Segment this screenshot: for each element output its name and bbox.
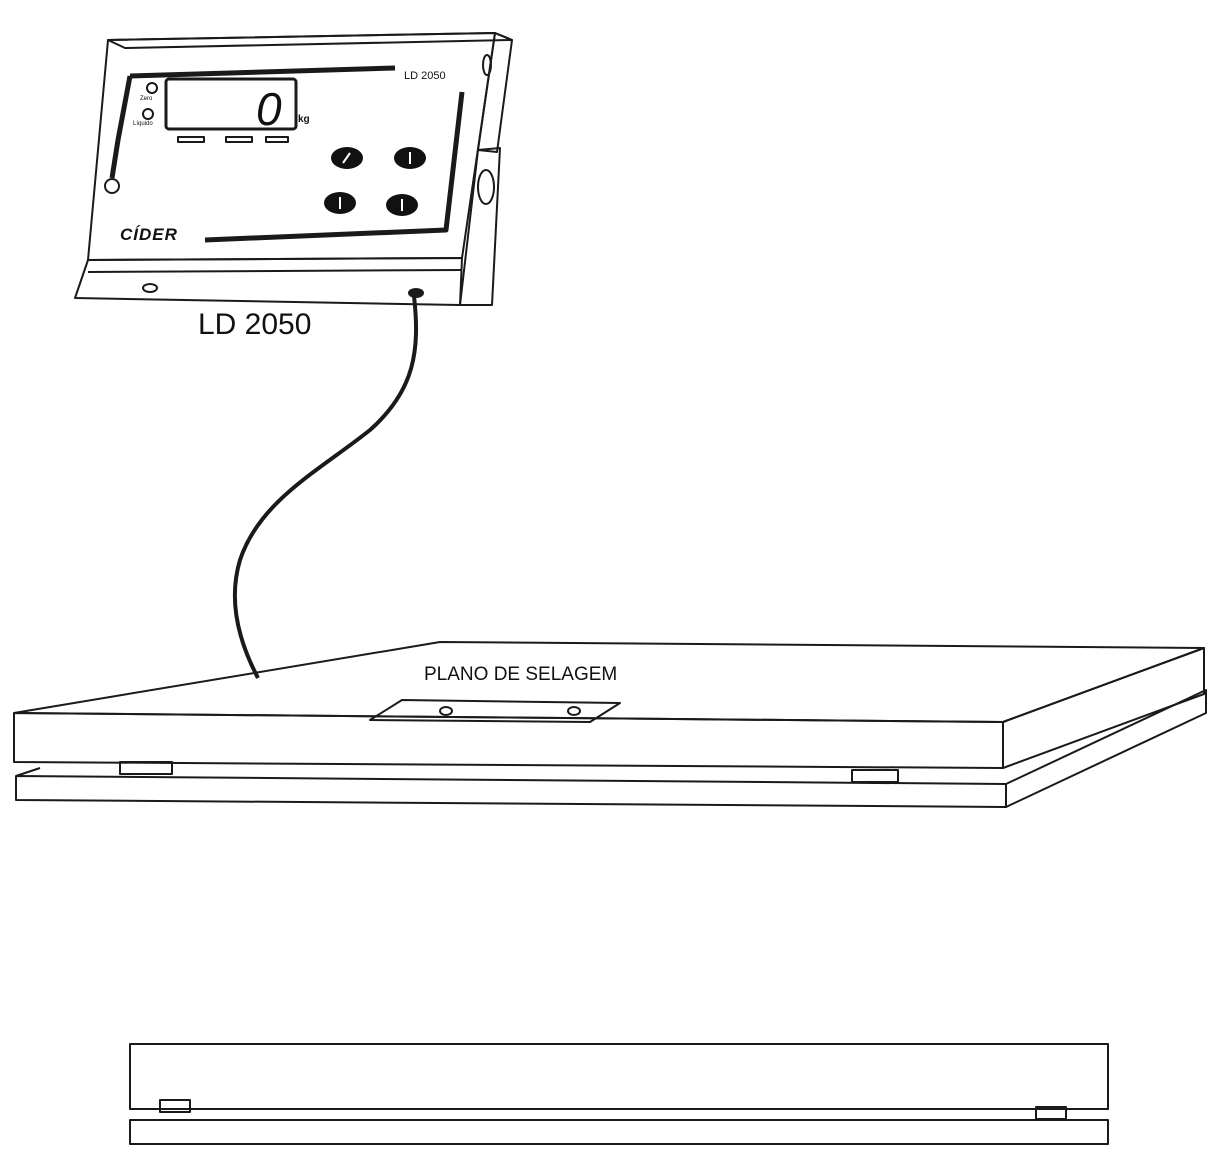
platform-side-view bbox=[129, 1043, 1109, 1145]
load-cable bbox=[232, 295, 419, 679]
side-load-cell-left bbox=[159, 1099, 191, 1113]
liquid-label: Líquido bbox=[133, 121, 153, 127]
side-load-cell-right bbox=[1035, 1106, 1067, 1120]
load-cell-left-front bbox=[119, 761, 173, 775]
brand-logo: CÍDER bbox=[120, 225, 178, 244]
platform-perspective bbox=[13, 641, 1207, 808]
display-reading: 0 bbox=[256, 83, 282, 135]
seal-plate bbox=[369, 699, 621, 723]
mount-hole-right bbox=[408, 288, 424, 298]
indicator-model-tag: LD 2050 bbox=[404, 70, 446, 82]
load-cell-right-front bbox=[851, 769, 899, 783]
zero-label: Zero bbox=[140, 96, 153, 102]
display-unit: kg bbox=[298, 114, 310, 125]
mount-hole-left bbox=[142, 283, 158, 293]
display-window bbox=[164, 77, 298, 131]
side-knob bbox=[477, 169, 495, 205]
seal-icon bbox=[104, 178, 120, 194]
indicator-housing bbox=[74, 32, 513, 306]
side-slot bbox=[482, 54, 492, 76]
indicator-model-caption: LD 2050 bbox=[198, 308, 312, 341]
seal-plane-label: PLANO DE SELAGEM bbox=[424, 664, 618, 685]
liquid-led bbox=[142, 108, 154, 120]
zero-led bbox=[146, 82, 158, 94]
indicator-bracket bbox=[74, 257, 463, 306]
